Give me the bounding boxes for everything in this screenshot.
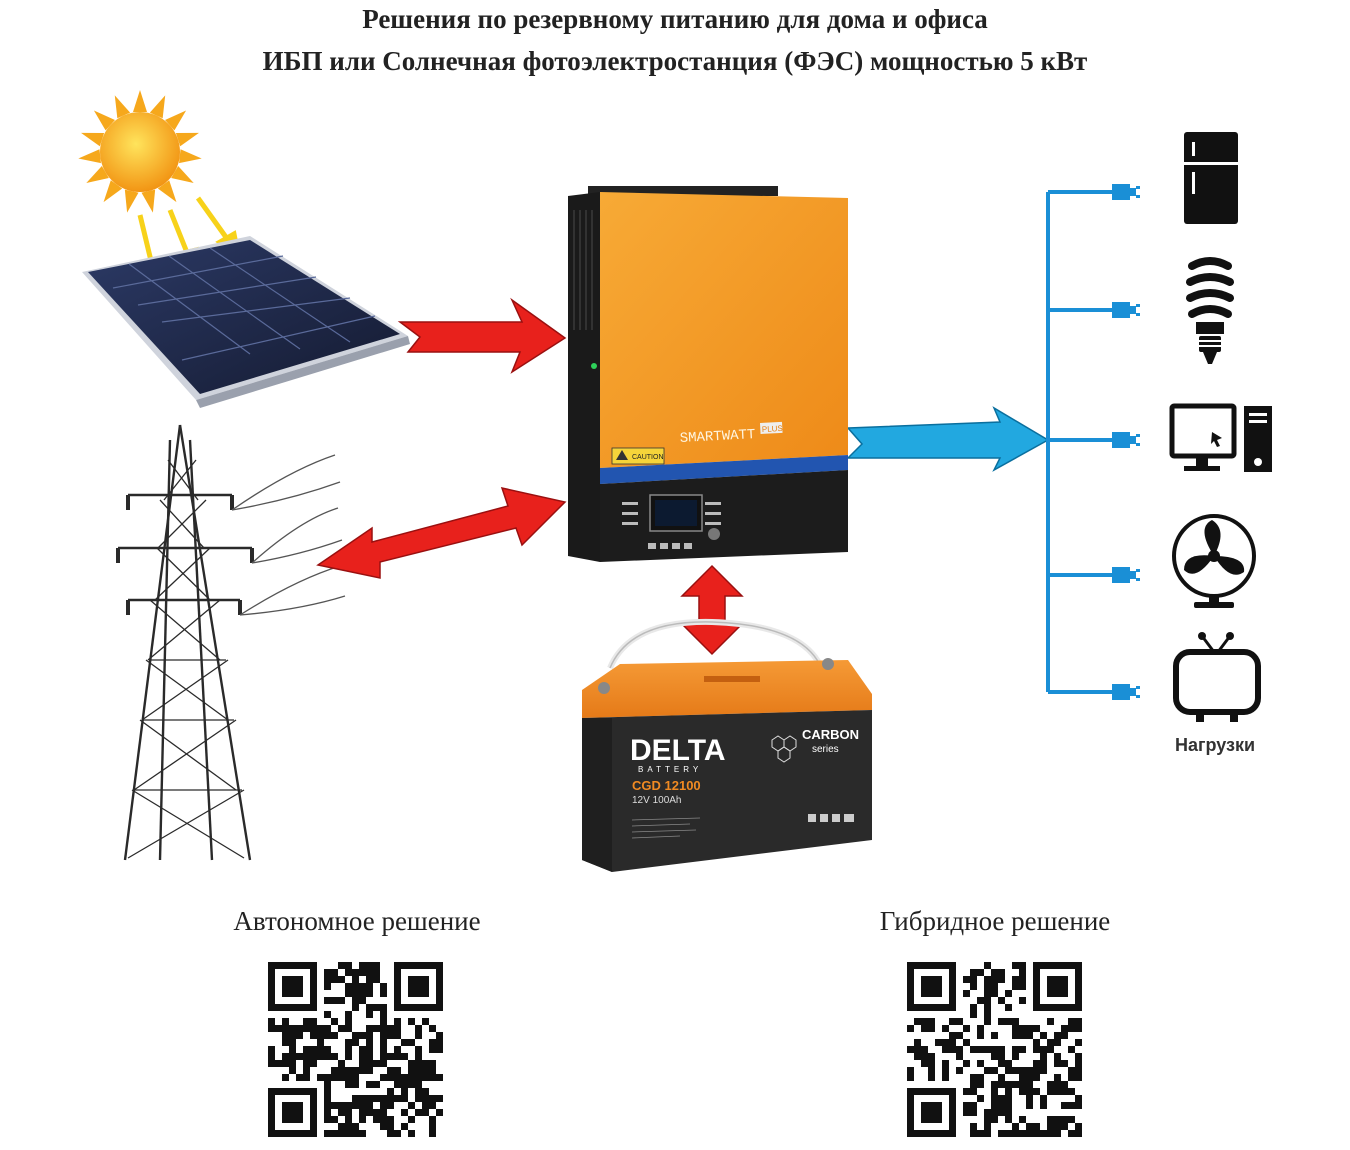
fan-icon	[1172, 514, 1256, 608]
battery-model: CGD 12100	[632, 778, 701, 793]
autonomous-qr-code	[268, 962, 443, 1137]
load-wiring	[1046, 190, 1115, 694]
hybrid-inverter	[568, 186, 848, 562]
solar-to-inverter-arrow	[397, 297, 567, 374]
inverter-to-loads-arrow	[846, 406, 1050, 472]
autonomous-caption: Автономное решение	[233, 906, 481, 936]
battery-series-name: CARBON	[802, 727, 859, 742]
battery	[582, 618, 872, 872]
plug-icons	[1112, 184, 1140, 700]
fridge-icon	[1184, 132, 1238, 224]
battery-spec: 12V 100Ah	[632, 795, 682, 806]
computer-icon	[1169, 403, 1272, 472]
sun-icon	[78, 90, 202, 213]
hybrid-qr-code	[907, 962, 1082, 1137]
inverter-battery-arrow	[680, 564, 744, 656]
inverter-caution-label: CAUTION	[632, 454, 664, 461]
inverter-badge: PLUS	[762, 424, 783, 434]
inverter-brand: SMARTWATT	[679, 427, 755, 447]
lamp-icon	[1186, 257, 1234, 364]
solar-panel-icon	[82, 236, 410, 408]
loads-label: Нагрузки	[1174, 735, 1256, 755]
battery-series-sub: series	[812, 744, 839, 755]
battery-brand-sub: BATTERY	[638, 765, 702, 774]
carbon-hex-icon	[771, 735, 797, 763]
title-line-1: Решения по резервному питанию для дома и…	[362, 4, 988, 34]
title-line-2: ИБП или Солнечная фотоэлектростанция (ФЭ…	[262, 46, 1088, 76]
grid-inverter-arrow	[316, 486, 567, 579]
hybrid-caption: Гибридное решение	[879, 906, 1111, 936]
battery-brand: DELTA	[630, 734, 726, 767]
power-tower-icon	[116, 424, 346, 861]
tv-icon	[1173, 632, 1261, 722]
